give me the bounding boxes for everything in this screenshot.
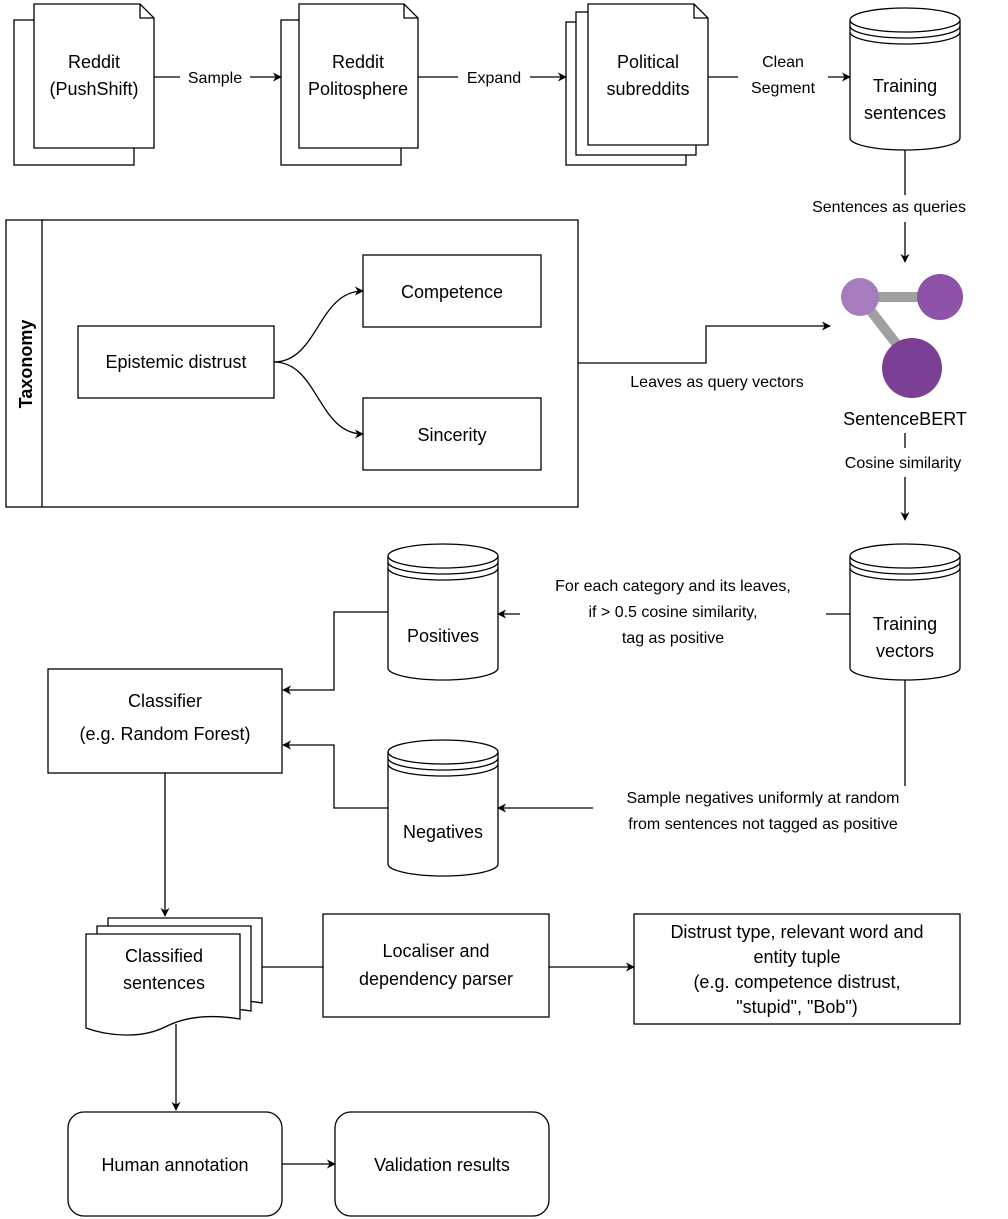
reddit-politosphere-node: Reddit Politosphere [280, 3, 419, 166]
edge-positives-to-classifier [282, 611, 388, 695]
db-ring-1 [387, 757, 499, 771]
edge-to-competence [273, 286, 364, 363]
reddit-pushshift-line1: Reddit [68, 52, 120, 72]
classified-sentences-line2: sentences [123, 973, 205, 993]
taxonomy-panel: Taxonomy Epistemic distrust Competence S… [5, 219, 579, 508]
db-top [849, 543, 961, 569]
human-annotation-label: Human annotation [101, 1155, 248, 1175]
training-vectors-db: Training vectors [849, 543, 961, 681]
edge-label-segment: Segment [751, 80, 816, 97]
db-top [387, 739, 499, 765]
edge-leaves-as-query-vectors [578, 321, 831, 364]
multidoc-front [85, 933, 241, 1036]
doc-front [587, 3, 709, 146]
edge-negatives-to-classifier [282, 740, 388, 809]
edge-label-negatives-line1: Sample negatives uniformly at random [626, 790, 899, 807]
training-sentences-line1: Training [873, 76, 937, 96]
edge-label-expand: Expand [467, 70, 521, 87]
localiser-line1: Localiser and [382, 941, 489, 961]
competence-node [362, 254, 542, 328]
db-body [387, 752, 499, 877]
localiser-node [322, 913, 550, 1018]
edge-label-sample: Sample [188, 70, 242, 87]
sincerity-label: Sincerity [417, 425, 486, 445]
node-medium [917, 274, 963, 320]
reddit-pushshift-node: Reddit (PushShift) [13, 3, 155, 166]
db-ring-2 [387, 567, 499, 581]
sentencebert-icon [841, 274, 963, 398]
classified-sentences-node: Classified sentences [85, 917, 263, 1036]
positives-db: Positives [387, 543, 499, 681]
edge-to-sincerity [273, 361, 364, 439]
distrust-tuple-line2: entity tuple [753, 947, 840, 967]
epistemic-distrust-label: Epistemic distrust [105, 352, 246, 372]
distrust-tuple-line4: "stupid", "Bob") [736, 997, 858, 1017]
localiser-line2: dependency parser [359, 969, 513, 989]
training-sentences-line2: sentences [864, 103, 946, 123]
edge-label-negatives-line2: from sentences not tagged as positive [628, 816, 898, 833]
training-vectors-line1: Training [873, 614, 937, 634]
doc-front [298, 3, 419, 149]
distrust-tuple-line1: Distrust type, relevant word and [670, 922, 923, 942]
edge-label-bg [180, 66, 250, 88]
competence-label: Competence [401, 282, 503, 302]
distrust-tuple-line3: (e.g. competence distrust, [693, 972, 900, 992]
training-sentences-db: Training sentences [849, 7, 961, 151]
edge-label-bg [520, 570, 826, 646]
epistemic-distrust-node [77, 325, 275, 399]
db-ring-1 [849, 25, 961, 39]
db-ring-2 [849, 567, 961, 581]
db-body [387, 556, 499, 681]
db-ring-2 [387, 763, 499, 777]
doc-fold [403, 4, 418, 19]
db-ring-2 [849, 31, 961, 45]
sentencebert-label: SentenceBERT [843, 409, 967, 429]
reddit-pushshift-line2: (PushShift) [49, 79, 138, 99]
classifier-line1: Classifier [128, 691, 202, 711]
negatives-db: Negatives [387, 739, 499, 877]
training-vectors-line2: vectors [876, 641, 934, 661]
db-ring-1 [849, 561, 961, 575]
negatives-label: Negatives [403, 822, 483, 842]
political-subreddits-line1: Political [617, 52, 679, 72]
political-subreddits-node: Political subreddits [565, 3, 709, 166]
doc-front [33, 3, 155, 149]
edge-label-tag-line3: tag as positive [622, 630, 724, 647]
edge-label-bg [738, 50, 828, 100]
reddit-politosphere-line1: Reddit [332, 52, 384, 72]
db-top [387, 543, 499, 569]
edge-label-clean: Clean [762, 54, 804, 71]
db-top [849, 7, 961, 33]
node-small [841, 278, 879, 316]
node-large [882, 338, 942, 398]
edge-label-bg [458, 66, 530, 88]
classified-sentences-line1: Classified [125, 946, 203, 966]
validation-results-label: Validation results [374, 1155, 510, 1175]
edge-label-sentences-as-queries: Sentences as queries [812, 199, 966, 216]
sincerity-node [362, 397, 542, 471]
edge-label-tag-line1: For each category and its leaves, [555, 578, 791, 595]
edge-label-leaves: Leaves as query vectors [630, 374, 803, 391]
db-ring-1 [387, 561, 499, 575]
classifier-node [47, 668, 283, 774]
doc-fold [139, 4, 154, 19]
taxonomy-title: Taxonomy [16, 320, 36, 409]
edge-label-bg [593, 786, 937, 834]
classifier-line2: (e.g. Random Forest) [79, 724, 250, 744]
political-subreddits-line2: subreddits [606, 79, 689, 99]
edge-label-cosine: Cosine similarity [845, 455, 961, 472]
edge-label-tag-line2: if > 0.5 cosine similarity, [588, 604, 757, 621]
positives-label: Positives [407, 626, 479, 646]
reddit-politosphere-line2: Politosphere [308, 79, 408, 99]
doc-fold [693, 4, 708, 19]
